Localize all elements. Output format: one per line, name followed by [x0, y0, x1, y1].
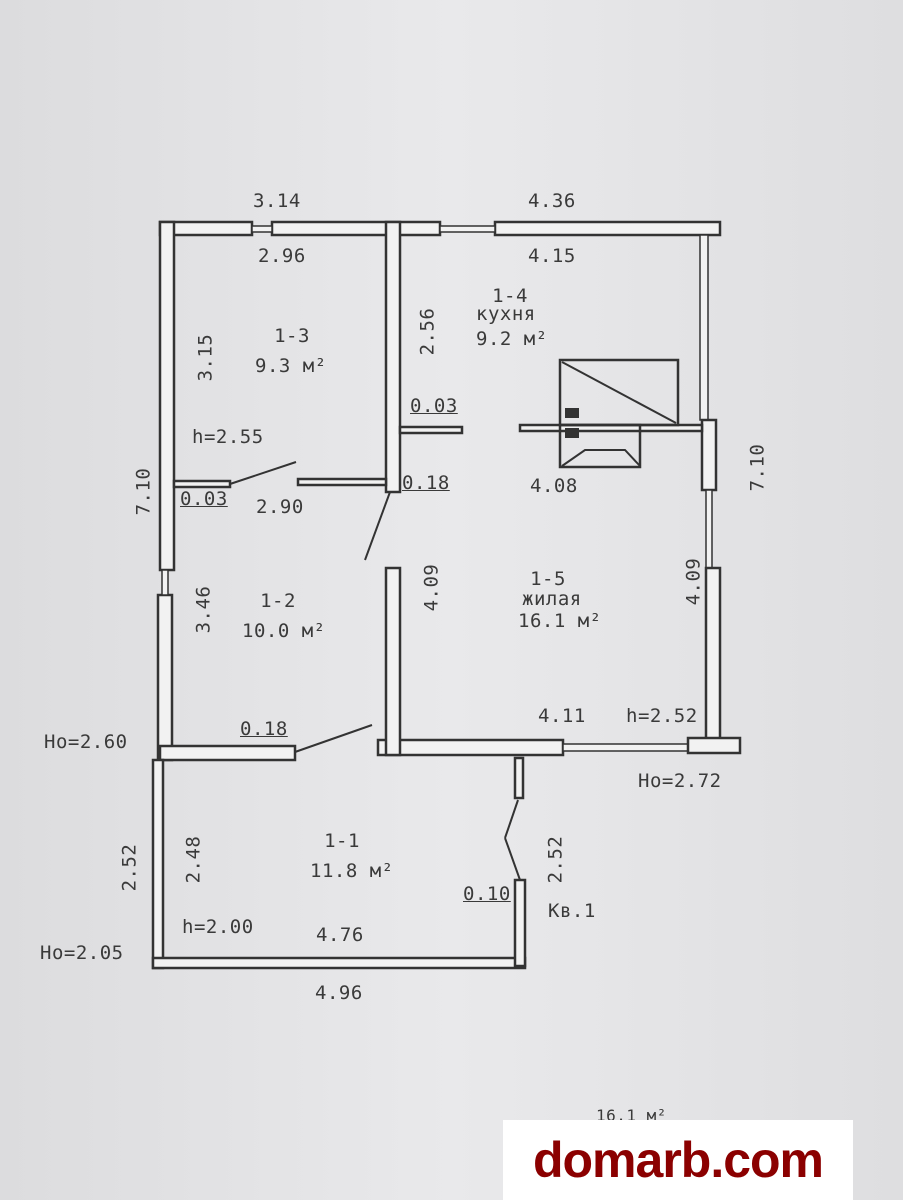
room-id: 1-1 — [324, 830, 360, 852]
outer-height: Hо=2.60 — [44, 731, 128, 753]
dim-bottom: 4.96 — [315, 982, 363, 1004]
dim-right: 7.10 — [746, 443, 769, 492]
outer-height: Hо=2.72 — [638, 770, 722, 792]
watermark: domarb.com — [503, 1120, 853, 1200]
room-area: 9.3 м² — [255, 355, 327, 377]
dim: 2.56 — [416, 307, 439, 356]
apartment-label: Кв.1 — [548, 900, 596, 922]
dim: 4.15 — [528, 245, 576, 267]
room-area: 9.2 м² — [476, 328, 548, 350]
outer-height: Hо=2.05 — [40, 942, 124, 964]
room-height: h=2.55 — [192, 426, 264, 448]
dim: 4.09 — [420, 563, 443, 612]
room-id: 1-2 — [260, 590, 296, 612]
dim-top-left: 3.14 — [253, 190, 301, 212]
thickness-label: 0.18 — [240, 718, 288, 740]
room-id: 1-4 — [492, 285, 528, 307]
dim: 4.11 — [538, 705, 586, 727]
dim: 2.90 — [256, 496, 304, 518]
room-name: кухня — [476, 303, 536, 325]
room-height: h=2.52 — [626, 705, 698, 727]
dim: 2.52 — [118, 843, 141, 892]
room-id: 1-5 — [530, 568, 566, 590]
thickness-label: 0.03 — [410, 395, 458, 417]
thickness-label: 0.03 — [180, 488, 228, 510]
dim: 3.15 — [194, 333, 217, 382]
watermark-text: domarb.com — [532, 1132, 824, 1188]
room-area: 10.0 м² — [242, 620, 326, 642]
room-height: h=2.00 — [182, 916, 254, 938]
room-id: 1-3 — [274, 325, 310, 347]
dim: 4.08 — [530, 475, 578, 497]
dim: 2.48 — [182, 835, 205, 884]
dim: 2.52 — [544, 835, 567, 884]
thickness-label: 0.10 — [463, 883, 511, 905]
dim-top-right: 4.36 — [528, 190, 576, 212]
thickness-label: 0.18 — [402, 472, 450, 494]
room-area: 16.1 м² — [518, 610, 602, 632]
dim: 4.09 — [682, 557, 705, 606]
room-name: жилая — [522, 588, 582, 610]
dim-left: 7.10 — [132, 467, 155, 516]
room-area: 11.8 м² — [310, 860, 394, 882]
dim: 4.76 — [316, 924, 364, 946]
dim: 2.96 — [258, 245, 306, 267]
footer-partial-text: 16.1 м² — [596, 1106, 667, 1125]
dim: 3.46 — [192, 585, 215, 634]
